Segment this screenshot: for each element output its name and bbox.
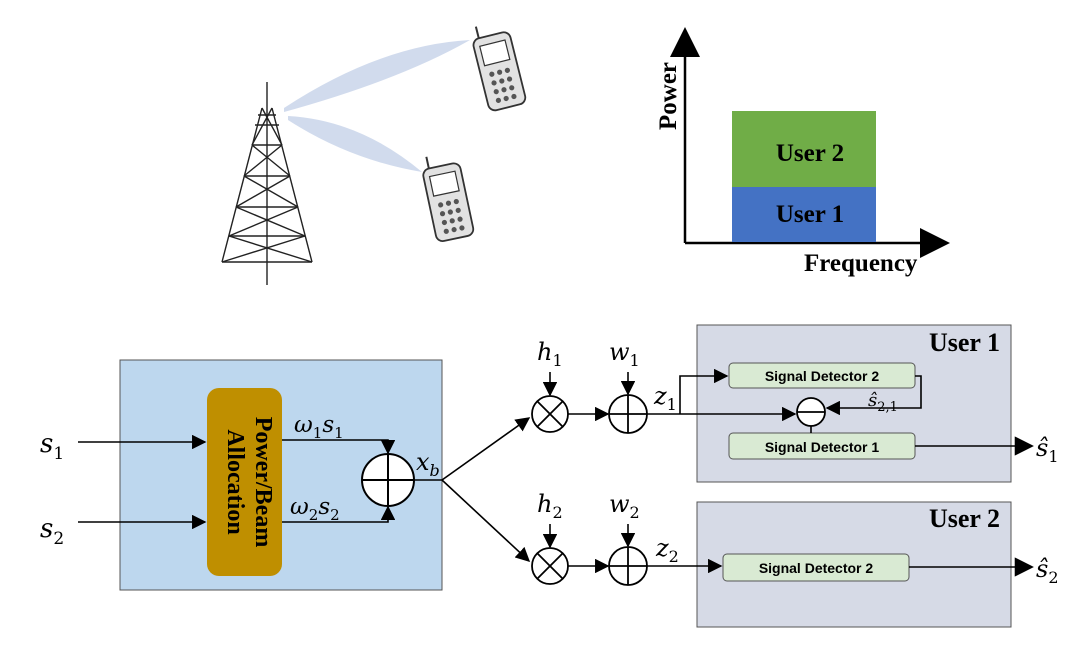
feedback-path — [825, 375, 922, 416]
user2-signal-detector-2-label: Signal Detector 2 — [759, 560, 874, 576]
branch-upper — [441, 417, 531, 481]
channel-2: h2 w2 z2 — [531, 490, 679, 586]
z1-to-detector2 — [679, 368, 729, 414]
user2-layer-label: User 2 — [776, 140, 844, 167]
allocation-label-line1: Power/Beam — [250, 417, 276, 548]
s21-estimate-label: ŝ2,1 — [868, 390, 898, 415]
phone-icon-2 — [422, 156, 475, 242]
tx-adder-icon — [361, 453, 415, 507]
transmitter: Power/Beam Allocation s1 s2 ω1s1 ω2s2 xb — [40, 359, 443, 591]
user1-receiver: User 1 Signal Detector 2 Signal Detector… — [647, 324, 1059, 483]
w1s1-label: ω1s1 — [294, 412, 344, 442]
input-s2-label: s2 — [40, 514, 64, 549]
user1-layer-label: User 1 — [776, 201, 844, 228]
w1s1-path — [282, 439, 396, 455]
user2-receiver: User 2 Signal Detector 2 ŝ2 — [647, 501, 1059, 628]
phone-icon-1 — [472, 26, 527, 112]
adder-icon-1 — [608, 394, 648, 434]
channel-1: h1 w1 z1 — [531, 338, 677, 434]
user1-title: User 1 — [929, 328, 1000, 357]
beam-upper — [284, 40, 470, 112]
power-axis-label: Power — [655, 62, 682, 130]
user2-title: User 2 — [929, 504, 1000, 533]
adder-icon-2 — [608, 546, 648, 586]
tower-icon — [221, 82, 313, 285]
h2-label: h2 — [537, 490, 563, 522]
z2-label: z2 — [655, 534, 679, 566]
w2s2-path — [282, 505, 396, 523]
allocation-label-line2: Allocation — [222, 429, 248, 534]
h1-label: h1 — [537, 338, 563, 370]
frequency-axis-label: Frequency — [804, 250, 918, 277]
user1-signal-detector-2-label: Signal Detector 2 — [765, 368, 880, 384]
multiplier-icon-1 — [531, 395, 569, 433]
branch-lower — [441, 479, 531, 562]
s1-estimate-label: ŝ1 — [1036, 434, 1059, 466]
input-s1-label: s1 — [40, 429, 64, 464]
multiplier-icon-2 — [531, 547, 569, 585]
user1-signal-detector-1-label: Signal Detector 1 — [765, 439, 880, 455]
power-spectrum-chart: Power Frequency User 2 User 1 — [655, 27, 950, 277]
subtractor-icon — [796, 397, 826, 427]
user2-power-layer — [732, 111, 876, 187]
w1-label: w1 — [609, 338, 640, 370]
power-beam-allocation-block — [207, 388, 282, 576]
base-station-illustration — [221, 26, 527, 285]
user1-power-layer — [732, 187, 876, 242]
w2-label: w2 — [609, 490, 640, 522]
xb-label: xb — [416, 448, 440, 480]
s2-estimate-label: ŝ2 — [1036, 555, 1059, 587]
beam-lower — [288, 116, 422, 172]
w2s2-label: ω2s2 — [290, 494, 340, 524]
z1-label: z1 — [653, 382, 677, 414]
